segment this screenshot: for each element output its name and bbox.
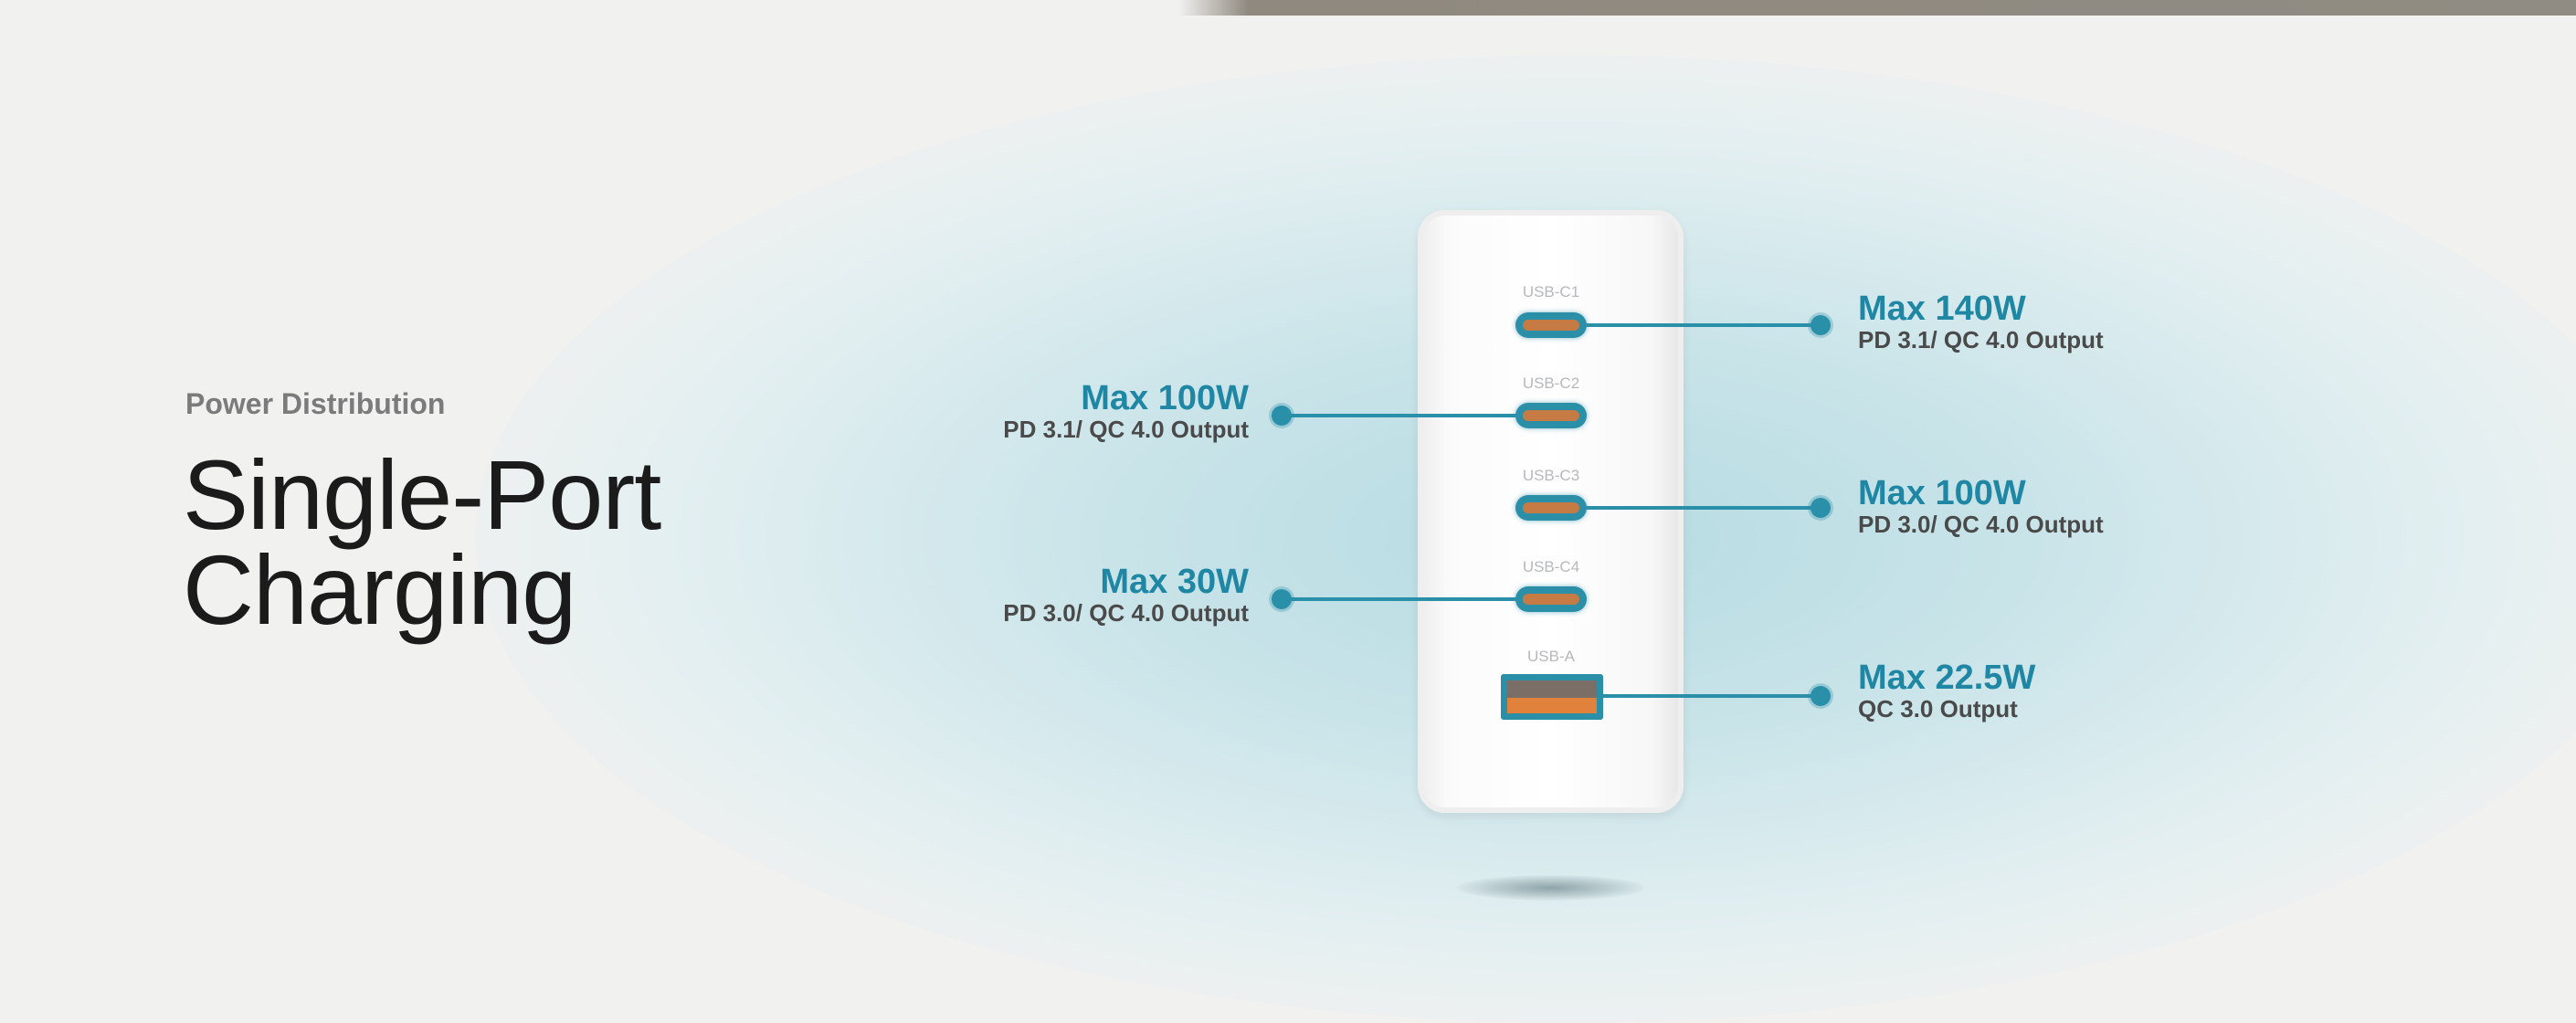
callout-usb-c1: Max 140W PD 3.1/ QC 4.0 Output <box>1858 290 2104 353</box>
connector-dot-c1 <box>1811 315 1831 335</box>
top-image-strip <box>1178 0 2576 16</box>
max-power: Max 30W <box>1100 563 1249 601</box>
connector-line-a <box>1603 694 1822 698</box>
port-label-usb-a: USB-A <box>1527 648 1575 665</box>
max-power: Max 140W <box>1858 290 2026 328</box>
charger-shadow <box>1457 875 1644 901</box>
protocol: PD 3.1/ QC 4.0 Output <box>1003 416 1249 443</box>
protocol: PD 3.1/ QC 4.0 Output <box>1858 326 2104 353</box>
usb-c1-port-icon <box>1515 312 1587 338</box>
max-power: Max 100W <box>1081 379 1249 417</box>
connector-dot-c2 <box>1272 406 1292 426</box>
connector-dot-c3 <box>1811 498 1831 518</box>
title-line-1: Single-Port <box>183 439 661 550</box>
connector-line-c2 <box>1283 414 1517 417</box>
port-label-usb-c3: USB-C3 <box>1522 467 1580 484</box>
connector-line-c3 <box>1587 506 1822 510</box>
connector-line-c1 <box>1587 323 1822 327</box>
section-eyebrow: Power Distribution <box>185 387 446 420</box>
connector-dot-c4 <box>1272 589 1292 609</box>
callout-usb-c2: Max 100W PD 3.1/ QC 4.0 Output <box>1003 380 1249 442</box>
port-label-usb-c2: USB-C2 <box>1522 374 1580 392</box>
protocol: PD 3.0/ QC 4.0 Output <box>1003 599 1249 627</box>
callout-usb-c3: Max 100W PD 3.0/ QC 4.0 Output <box>1858 475 2104 537</box>
usb-c2-port-icon <box>1515 403 1587 428</box>
callout-usb-a: Max 22.5W QC 3.0 Output <box>1858 659 2035 722</box>
port-label-usb-c1: USB-C1 <box>1522 283 1580 301</box>
protocol: PD 3.0/ QC 4.0 Output <box>1858 511 2104 538</box>
port-label-usb-c4: USB-C4 <box>1522 558 1580 575</box>
title-line-2: Charging <box>183 534 576 645</box>
usb-c4-port-icon <box>1515 586 1587 612</box>
callout-usb-c4: Max 30W PD 3.0/ QC 4.0 Output <box>1003 564 1249 626</box>
connector-line-c4 <box>1283 597 1517 601</box>
section-title: Single-Port Charging <box>183 439 661 645</box>
usb-a-port-icon <box>1501 674 1603 720</box>
max-power: Max 22.5W <box>1858 659 2036 697</box>
usb-c3-port-icon <box>1515 495 1587 521</box>
connector-dot-a <box>1811 686 1831 706</box>
protocol: QC 3.0 Output <box>1858 695 2018 722</box>
max-power: Max 100W <box>1858 474 2026 512</box>
